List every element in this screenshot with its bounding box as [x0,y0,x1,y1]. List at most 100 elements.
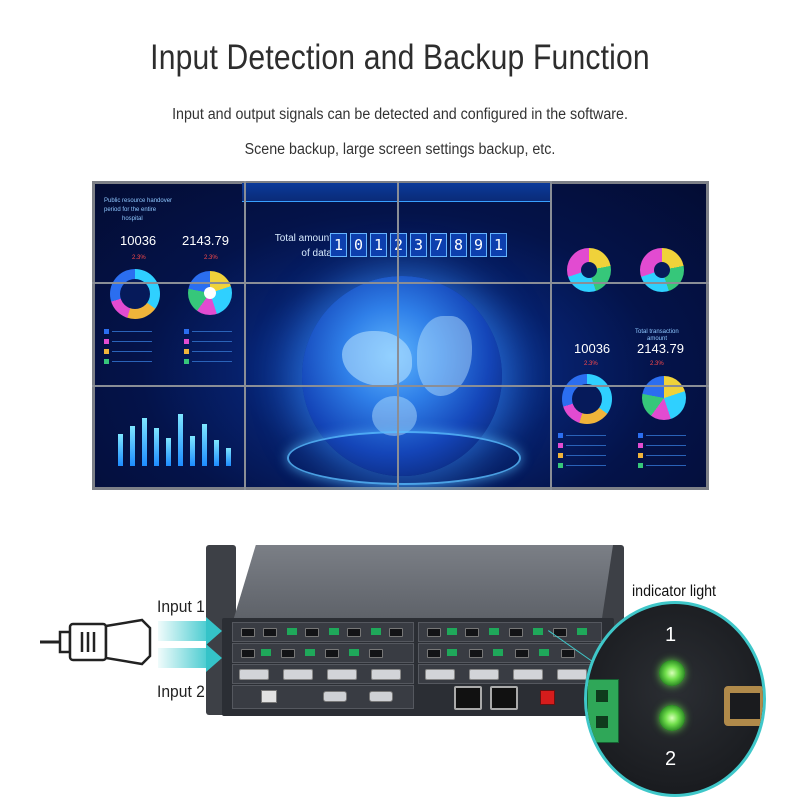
hdmi-port[interactable] [561,649,575,658]
ring-chart-hole [572,384,602,414]
dvi-port[interactable] [239,669,269,680]
screen-seam [550,181,552,490]
dvi-port[interactable] [283,669,313,680]
bar [214,440,219,466]
output-card [418,664,602,684]
right-stat-value-2: 2143.79 [637,341,684,356]
counter-digit: 0 [350,233,367,257]
input-card [418,622,602,642]
left-stat-value-2: 2143.79 [182,233,229,248]
total-label-line: of data [301,248,332,259]
pie-chart-center [204,287,216,299]
input-card [418,643,602,663]
hdmi-port[interactable] [515,649,529,658]
continent [342,331,412,386]
hdmi-port[interactable] [465,628,479,637]
dvi-port[interactable] [425,669,455,680]
bar [118,434,123,466]
pie-chart [642,376,686,420]
counter-digit: 9 [470,233,487,257]
description-line-2: Scene backup, large screen settings back… [244,141,556,158]
left-stat-pct-2: 2.3% [204,255,218,261]
bar-chart [114,411,234,466]
terminal-block[interactable] [287,628,297,635]
hdmi-port[interactable] [347,628,361,637]
total-amount-label: Total amount of data [272,231,332,261]
dvi-port[interactable] [557,669,587,680]
counter-digit: 1 [490,233,507,257]
power-inlet[interactable] [454,686,482,710]
dvi-port[interactable] [513,669,543,680]
hdmi-port[interactable] [305,628,319,637]
hdmi-port[interactable] [369,649,383,658]
bar [142,418,147,466]
bar [166,438,171,466]
total-label-line: Total amount [274,233,332,244]
bar [130,426,135,466]
hdmi-port[interactable] [263,628,277,637]
hdmi-port[interactable] [427,628,441,637]
hdmi-cable-icon [40,618,152,666]
hdmi-port[interactable] [553,628,567,637]
led-1-number: 1 [665,624,677,646]
data-counter: 1 0 1 2 3 7 8 9 1 [330,233,507,257]
globe-ring [287,431,521,485]
hdmi-port-zoom [724,686,763,726]
screen-seam [397,181,399,490]
device-top-cover [233,545,613,621]
ethernet-port[interactable] [261,690,277,703]
terminal-block[interactable] [489,628,499,635]
serial-port[interactable] [323,691,347,702]
pie-chart-hole [581,262,597,278]
continent [417,316,472,396]
hdmi-port[interactable] [241,649,255,658]
terminal-block[interactable] [533,628,543,635]
indicator-light-label: indicator light [632,583,717,600]
hdmi-port[interactable] [325,649,339,658]
right-panel-label: amount [647,336,668,342]
dvi-port[interactable] [371,669,401,680]
power-inlet[interactable] [490,686,518,710]
terminal-block[interactable] [577,628,587,635]
hdmi-port[interactable] [427,649,441,658]
right-panel-label: Total transaction [635,329,679,335]
input-card [232,622,414,642]
continent [372,396,417,436]
terminal-block[interactable] [261,649,271,656]
left-stat-value-1: 10036 [120,233,157,248]
counter-digit: 8 [450,233,467,257]
hdmi-port-opening [730,693,760,719]
hdmi-port[interactable] [281,649,295,658]
terminal-block[interactable] [349,649,359,656]
right-stat-pct-1: 2.3% [584,361,598,367]
input1-arrow-head [206,617,222,645]
bar [202,424,207,466]
indicator-zoom-circle: 1 2 [584,601,766,797]
bar [154,428,159,466]
power-switch[interactable] [540,690,555,705]
terminal-block[interactable] [447,628,457,635]
hdmi-port[interactable] [389,628,403,637]
right-stat-pct-2: 2.3% [650,361,664,367]
terminal-block[interactable] [329,628,339,635]
bar [178,414,183,466]
terminal-block[interactable] [493,649,503,656]
counter-digit: 7 [430,233,447,257]
hdmi-port[interactable] [509,628,523,637]
terminal-block[interactable] [305,649,315,656]
terminal-block[interactable] [539,649,549,656]
indicator-led-1 [659,660,685,686]
hdmi-port[interactable] [469,649,483,658]
input1-arrow [158,621,206,641]
serial-port[interactable] [369,691,393,702]
hdmi-port[interactable] [241,628,255,637]
input1-label: Input 1 [157,597,205,616]
terminal-block[interactable] [371,628,381,635]
dvi-port[interactable] [327,669,357,680]
led-2-number: 2 [665,748,677,770]
input-card [232,643,414,663]
input2-arrow-head [206,644,222,672]
counter-digit: 1 [330,233,347,257]
dvi-port[interactable] [469,669,499,680]
terminal-block[interactable] [447,649,457,656]
